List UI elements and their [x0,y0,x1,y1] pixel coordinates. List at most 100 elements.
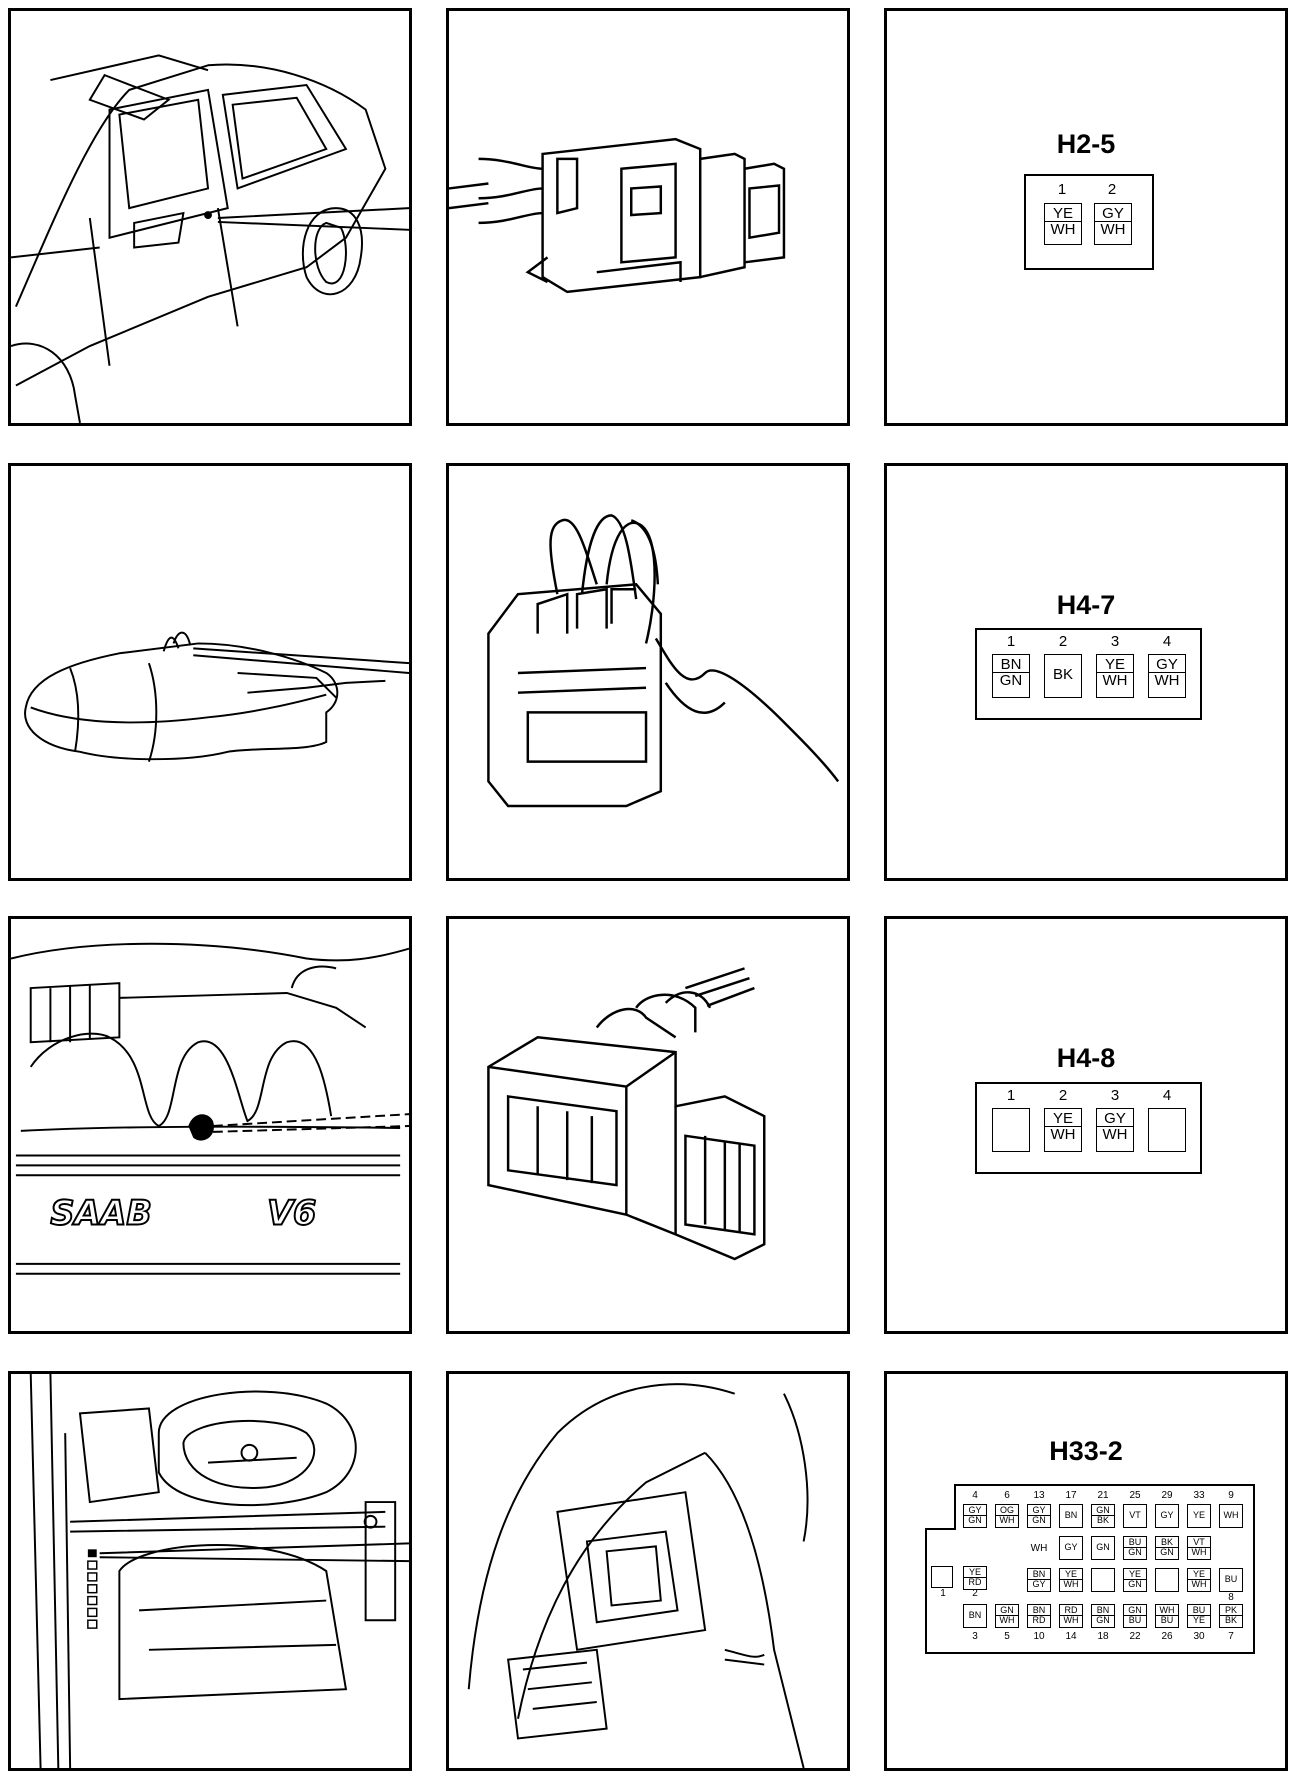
pin-cell: BK [1044,654,1082,698]
wire-color: BN [1032,1605,1046,1615]
engine-model-logo: V6 [267,1194,316,1233]
pin-number: 3 [1110,633,1120,650]
connector-title: H33-2 [1049,1436,1123,1466]
connector-view-panel-h2-5 [446,8,850,426]
engine-make-logo: SAAB [50,1194,151,1233]
wire-color: WH [996,1615,1018,1625]
wire-color: GY [1160,1510,1174,1520]
wire-color: GN [1096,1505,1110,1515]
pin-number: 2 [1058,633,1068,650]
wire-color: WH [1188,1547,1210,1557]
wire-color: GN [1000,1605,1014,1615]
pin-number: 10 [1033,1631,1045,1642]
wire-color: GY [1028,1579,1050,1589]
wire-color: OG [999,1505,1014,1515]
wire-color: YE [1192,1569,1205,1579]
connector-view-panel-h4-7 [446,463,850,881]
pin-cell: GY [1155,1504,1179,1528]
wire-color: GN [1124,1579,1146,1589]
pin-number: 17 [1065,1490,1077,1501]
wire-color: GN [1156,1547,1178,1557]
wire-color: GY [1064,1542,1078,1552]
wire-color: GY [1032,1505,1046,1515]
wire-color: WH [996,1515,1018,1525]
wire-color: RD [1028,1615,1050,1625]
wire-color: WH [1159,1605,1175,1615]
pin-number: 26 [1161,1631,1173,1642]
pin-number: 13 [1033,1490,1045,1501]
pin-cell: GN [1091,1536,1115,1560]
dashboard-illustration [29,1374,409,1768]
connector-illustration-h4-7 [487,514,840,808]
pin-number: 5 [1004,1631,1010,1642]
wire-color: VT [1129,1510,1141,1520]
wire-color: GN [1096,1542,1110,1552]
wire-color: VT [1193,1537,1205,1547]
engine-bay-illustration: SAAB V6 [11,942,409,1275]
pin-number: 1 [940,1588,946,1599]
wire-color: BK [1160,1537,1173,1547]
connector-title: H2-5 [1056,129,1116,159]
wire-color: BK [1220,1615,1242,1625]
pin-number: 25 [1129,1490,1141,1501]
pin-cell: GY [1059,1536,1083,1560]
pin-number: 8 [1228,1592,1234,1603]
pin-number: 2 [1058,1087,1068,1104]
pin-number: 7 [1228,1631,1234,1642]
pin-number: 2 [1107,181,1117,198]
pin-number: 18 [1097,1631,1109,1642]
pin-number: 3 [1110,1087,1120,1104]
pin-cell: YE [1187,1504,1211,1528]
wire-color-label: WH [1030,1543,1048,1554]
pin-number: 3 [972,1631,978,1642]
wire-color: YE [1064,1569,1077,1579]
pin-number: 4 [1162,1087,1172,1104]
wire-color: GY [968,1505,982,1515]
pin-number: 30 [1193,1631,1205,1642]
wire-color: BU [1192,1605,1206,1615]
pin-cell-empty [931,1566,953,1588]
wire-color: WH [1188,1579,1210,1589]
wire-color: PK [1224,1605,1237,1615]
pin-number: 29 [1161,1490,1173,1501]
connector-view-panel-h33-2 [446,1371,850,1771]
wire-color: WH [1223,1510,1239,1520]
wire-color: WH [1060,1615,1082,1625]
pin-number: 1 [1006,1087,1016,1104]
wire-color: RD [964,1577,986,1587]
wire-color: BN [1032,1569,1046,1579]
wire-color: YE [1192,1510,1205,1520]
wire-color: RD [1064,1605,1078,1615]
wire-color: BN [1096,1605,1110,1615]
wire-color: GN [1128,1605,1142,1615]
pin-number: 6 [1004,1490,1010,1501]
connector-illustration-h2-5 [449,137,786,294]
pin-number: 2 [972,1588,978,1599]
wire-color: BU [1128,1537,1142,1547]
pin-number: 4 [972,1490,978,1501]
connector-outline [925,1484,1255,1654]
wire-color: YE [1128,1569,1141,1579]
pin-cell: BU [1219,1568,1243,1592]
wire-color: BN [968,1610,982,1620]
